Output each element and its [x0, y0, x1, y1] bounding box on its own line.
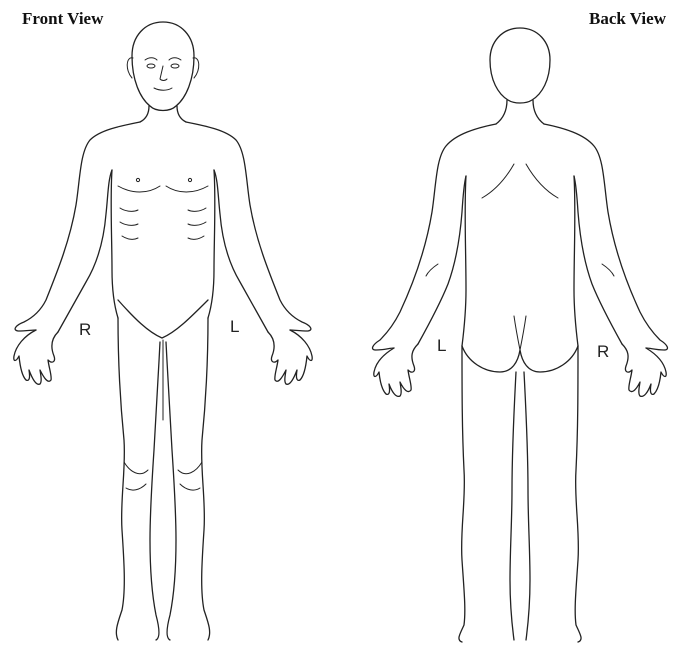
- front-right-shoulder-arm: [15, 122, 140, 331]
- back-figure: [373, 28, 668, 642]
- back-shoulder-blade-right: [526, 164, 558, 198]
- back-left-inner-arm: [418, 176, 466, 344]
- back-left-leg-outer: [459, 346, 465, 642]
- front-knee-right: [124, 462, 148, 490]
- back-left-hand: [374, 344, 418, 396]
- front-nipple-left: [188, 178, 191, 181]
- back-view-title: Back View: [589, 9, 666, 29]
- front-eye-left: [171, 64, 179, 68]
- front-eye-right: [147, 64, 155, 68]
- back-right-inner-arm: [574, 176, 622, 344]
- back-head: [490, 28, 550, 103]
- front-nose: [160, 66, 167, 81]
- front-right-hand: [14, 330, 58, 384]
- back-right-side-label: R: [597, 342, 609, 362]
- front-right-leg-outer: [116, 318, 124, 640]
- back-left-side-label: L: [437, 336, 446, 356]
- front-figure: [14, 22, 312, 640]
- back-elbow-left: [426, 264, 438, 276]
- front-abs-left: [188, 208, 206, 239]
- back-right-leg-inner: [524, 372, 530, 640]
- back-gluteal-cleft: [514, 316, 526, 350]
- front-view-title: Front View: [22, 9, 103, 29]
- front-mouth: [154, 88, 172, 90]
- back-right-hand: [622, 344, 666, 396]
- front-left-side-label: L: [230, 317, 239, 337]
- front-groin: [118, 300, 208, 338]
- front-right-inner-arm: [58, 170, 112, 332]
- front-torso-left: [208, 170, 215, 318]
- front-pecs: [118, 186, 208, 192]
- front-right-side-label: R: [79, 320, 91, 340]
- back-shoulder-blade-left: [482, 164, 514, 198]
- front-left-hand: [268, 330, 312, 384]
- front-abs-right: [120, 208, 138, 239]
- front-left-shoulder-arm: [186, 122, 311, 331]
- front-nipple-right: [136, 178, 139, 181]
- front-eyebrows: [145, 58, 181, 60]
- front-neck: [140, 106, 186, 122]
- front-left-inner-arm: [214, 170, 268, 332]
- back-left-shoulder-arm: [373, 124, 496, 350]
- front-torso-right: [111, 170, 118, 318]
- front-right-leg-inner: [150, 342, 160, 640]
- back-elbow-right: [602, 264, 614, 276]
- front-left-leg-outer: [202, 318, 210, 640]
- front-knee-left: [178, 462, 202, 490]
- back-left-leg-inner: [510, 372, 516, 640]
- front-left-leg-inner: [166, 342, 176, 640]
- back-right-shoulder-arm: [544, 124, 667, 350]
- back-right-leg-outer: [575, 346, 581, 642]
